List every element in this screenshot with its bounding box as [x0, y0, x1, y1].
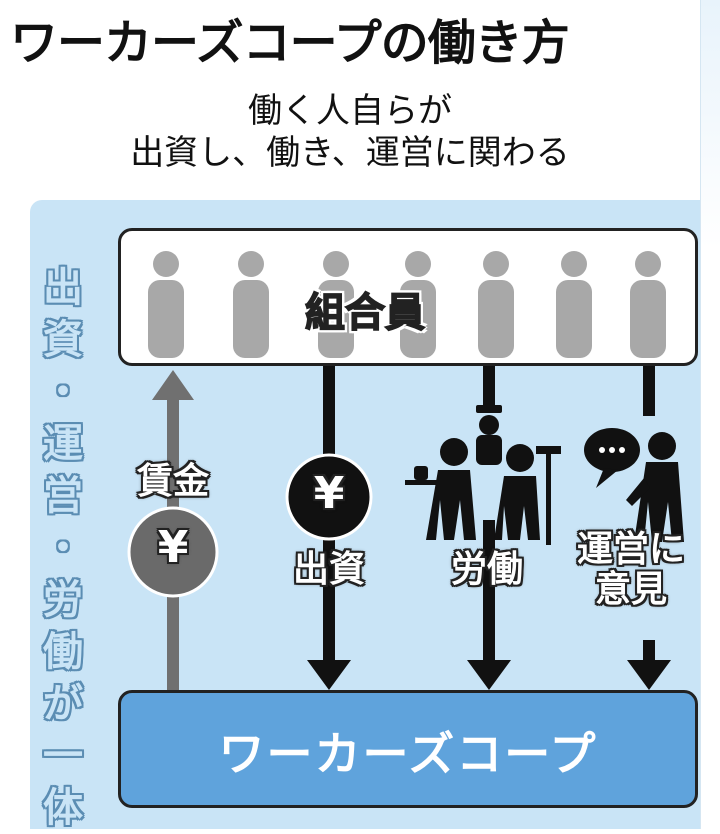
opinion-arrow — [627, 366, 671, 690]
workers-icon — [405, 405, 561, 545]
side-label: 出 資 ・ 運 営 ・ 労 働 が 一 体 — [38, 262, 88, 834]
side-char: 一 — [43, 733, 83, 779]
opinion-label-line-2: 意見 — [594, 569, 667, 610]
side-char: 資 — [43, 317, 83, 363]
speaker-icon — [584, 428, 684, 542]
investment-coin-icon — [285, 453, 373, 541]
side-char: 営 — [43, 473, 83, 519]
flow-arrows — [127, 366, 684, 690]
person-icon — [630, 251, 666, 358]
side-char: 出 — [43, 265, 83, 311]
opinion-label: 運営に 意見 — [566, 530, 696, 610]
side-char: 労 — [43, 577, 83, 623]
workers-coop-label: ワーカーズコープ — [218, 727, 598, 781]
subtitle: 働く人自らが 出資し、働き、運営に関わる — [0, 90, 700, 174]
subtitle-line-2: 出資し、働き、運営に関わる — [130, 133, 570, 173]
page-title: ワーカーズコープの働き方 — [10, 15, 570, 71]
side-char: 体 — [43, 785, 83, 831]
wage-coin-icon — [127, 506, 219, 598]
labor-arrow — [467, 366, 511, 690]
investment-yen-symbol: ¥ — [313, 468, 345, 519]
speech-dot — [619, 447, 625, 453]
person-icon — [318, 251, 354, 358]
side-char: 働 — [43, 629, 83, 675]
speech-dot — [609, 447, 615, 453]
side-char: 運 — [43, 421, 83, 467]
person-icon — [556, 251, 592, 358]
person-icon — [400, 251, 436, 358]
subtitle-line-1: 働く人自らが — [248, 91, 452, 131]
opinion-label-line-1: 運営に — [576, 529, 685, 570]
person-icon — [148, 251, 184, 358]
workers-coop-box — [118, 690, 698, 808]
wage-label: 賃金 — [136, 461, 209, 502]
person-icon — [478, 251, 514, 358]
side-char: が — [43, 681, 83, 727]
investment-label: 出資 — [292, 549, 365, 590]
members-label: 組合員 — [304, 289, 426, 337]
side-char: ・ — [43, 369, 83, 415]
labor-label: 労働 — [450, 549, 523, 590]
person-icon — [233, 251, 269, 358]
diagram-figure: ワーカーズコープの働き方 働く人自らが 出資し、働き、運営に関わる 組合員 出 … — [0, 0, 701, 831]
wage-yen-symbol: ¥ — [157, 522, 189, 573]
side-char: ・ — [43, 525, 83, 571]
speech-dot — [599, 447, 605, 453]
